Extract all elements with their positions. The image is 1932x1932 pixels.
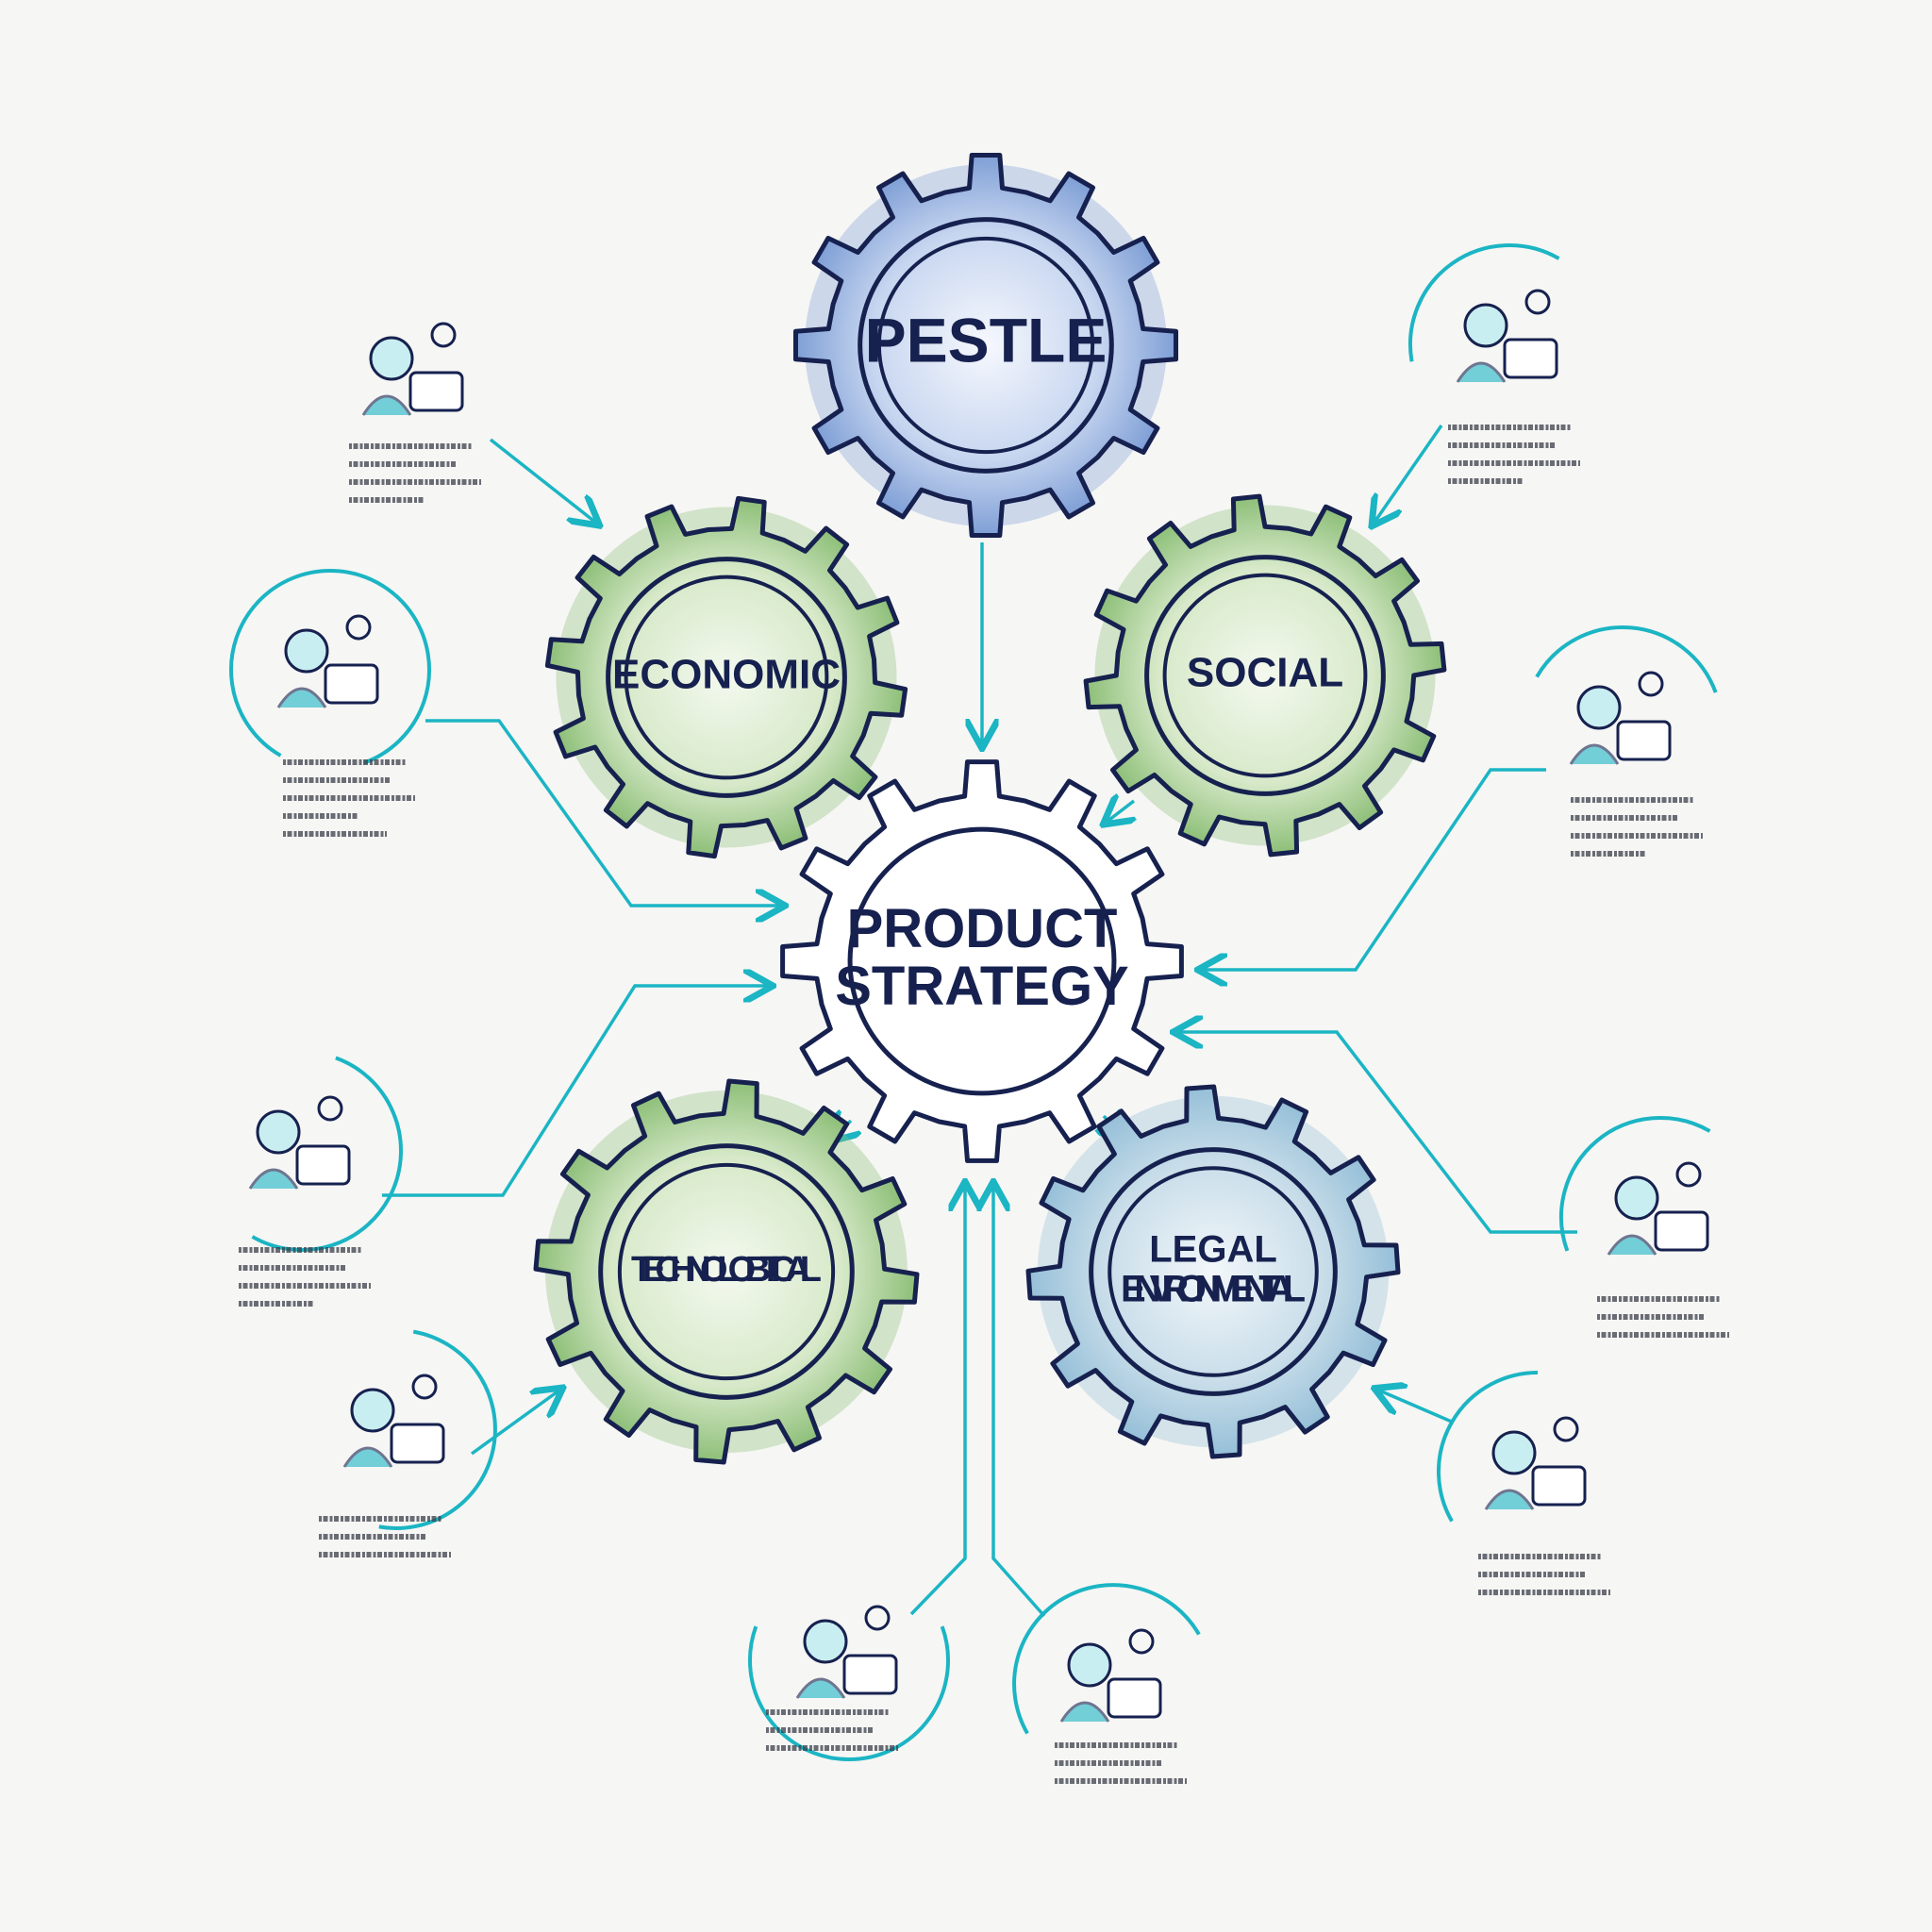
gear-puzzle-icon <box>795 1605 898 1699</box>
icon-arc <box>1559 1116 1711 1252</box>
gear-label: STRATEGY <box>835 956 1129 1017</box>
gear-ring <box>606 557 847 798</box>
connector-arrow <box>909 1185 965 1616</box>
caption-scribble <box>1478 1554 1610 1595</box>
icon-group <box>319 1329 496 1557</box>
icon-group <box>1559 1116 1729 1338</box>
network-doodle-icon <box>276 614 379 708</box>
caption-scribble <box>1448 425 1580 484</box>
gear-icon <box>780 759 1184 1163</box>
gear-label: TECHNOLOBTICAL <box>631 1250 822 1290</box>
gear-label: ENVIRONMENTAL <box>1121 1269 1306 1310</box>
icon-group <box>239 1056 403 1307</box>
gear-technolobtical: TECHNOLOBTICAL <box>533 1078 920 1465</box>
icon-arc <box>1437 1371 1539 1523</box>
caption-scribble <box>349 443 481 503</box>
icon-groups <box>229 243 1729 1784</box>
gear-label: SOCIAL <box>1187 650 1343 696</box>
gear-ring <box>1089 1147 1338 1396</box>
gear-inner-ring <box>624 575 829 780</box>
caption-scribble <box>319 1516 451 1557</box>
connector-arrow <box>425 719 782 906</box>
gear-economic: ECONOMIC <box>544 495 908 859</box>
icon-arc <box>748 1625 950 1761</box>
connector-arrow <box>1377 1390 1455 1424</box>
lightbulb-robot-icon <box>1569 671 1672 765</box>
connector-arrow <box>1176 1032 1577 1234</box>
caption-scribble <box>239 1247 371 1307</box>
camera-flower-icon <box>1456 289 1558 383</box>
gear-ring <box>858 217 1114 474</box>
icon-arc <box>378 1329 496 1530</box>
shield-tool-icon <box>1607 1161 1709 1256</box>
connector-arrow <box>470 1390 560 1456</box>
gear-pestle: PESTLE <box>793 153 1178 538</box>
globe-people-icon <box>248 1095 351 1190</box>
connector-arrow <box>489 438 597 524</box>
gear-inner-ring <box>1162 573 1368 778</box>
caption-scribble <box>283 759 415 837</box>
gear-icon <box>793 153 1178 538</box>
icon-arc <box>1535 625 1718 693</box>
gear-ring <box>847 826 1117 1096</box>
gear-inner-ring <box>617 1162 836 1381</box>
icon-group <box>229 569 431 837</box>
hand-light-icon <box>1484 1416 1587 1510</box>
gear-social: SOCIAL <box>1083 493 1447 858</box>
gear-label: ECONOMIC <box>612 652 841 698</box>
icon-group <box>349 322 481 503</box>
gear-icon <box>1083 493 1447 858</box>
gear-inner-ring <box>876 236 1095 455</box>
gear-label: PRODUCT <box>847 898 1118 959</box>
gear-icon <box>533 1078 920 1465</box>
connector-arrow <box>993 1185 1046 1618</box>
gear-icon <box>1025 1084 1401 1459</box>
gear-label: LEGAL <box>1149 1229 1277 1271</box>
caption-scribble <box>766 1709 898 1751</box>
connector-arrow <box>1106 801 1134 823</box>
caption-scribble <box>1571 797 1703 857</box>
icon-arc <box>1408 243 1560 362</box>
caption-scribble <box>1055 1742 1187 1784</box>
icon-arc <box>229 569 431 765</box>
caption-scribble <box>1597 1296 1729 1338</box>
icon-group <box>1408 243 1580 484</box>
connector-arrow <box>1374 425 1443 524</box>
gear-inner-ring <box>1108 1166 1319 1377</box>
connector-arrow <box>1201 768 1546 970</box>
gear-label: PESTLE <box>865 305 1108 375</box>
gear-icon <box>544 495 908 859</box>
icon-group <box>1437 1371 1610 1595</box>
icon-arc <box>1012 1583 1201 1735</box>
people-gear-icon <box>361 322 464 416</box>
icon-group <box>1012 1583 1201 1784</box>
icon-group <box>748 1605 950 1761</box>
gear-ring <box>1144 555 1386 796</box>
connector-arrow <box>382 986 770 1197</box>
gear-ring <box>598 1143 855 1400</box>
person-laptop-icon <box>342 1374 445 1468</box>
icon-group <box>1535 625 1718 857</box>
sun-document-icon <box>1059 1628 1162 1723</box>
